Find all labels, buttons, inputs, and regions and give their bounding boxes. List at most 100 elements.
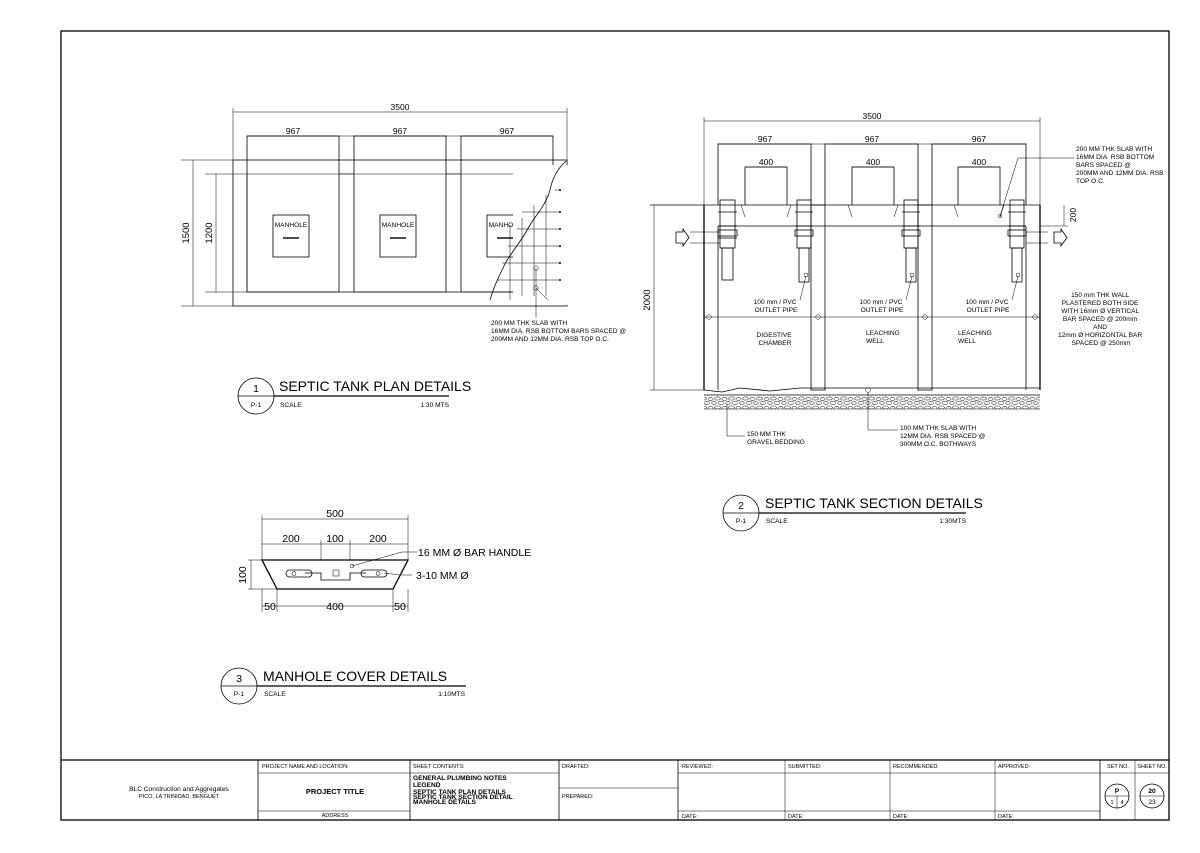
cover-dim-top: 200 [282,533,300,545]
section-slab-note: 200 MM THK SLAB WITH 16MM DIA. RSB BOTTO… [1076,146,1165,185]
title-block: BLC Construction and Aggregates PICO, LA… [61,759,1169,820]
set-total: 4 [1120,800,1123,806]
plan-dim-bay: 967 [393,126,407,136]
gravel-bedding [704,396,1040,409]
prepared-label: PREPARED: [562,794,594,800]
date-label: DATE: [998,814,1014,820]
cover-dim-bottom: 400 [326,601,344,613]
plan-rebar-grid [497,189,560,300]
chamber-label: LEACHING WELL [958,330,994,345]
company-address: PICO, LA TRINIDAD, BENGUET [139,794,220,800]
drafted-label: DRAFTED: [562,764,590,770]
section-dim-height: 2000 [642,289,653,310]
plan-scale-label: SCALE [280,402,302,409]
address-label: ADDRESS [322,813,349,819]
plan-title-block: 1 P-1 SEPTIC TANK PLAN DETAILS SCALE 1:3… [237,377,471,415]
plan-dim-width: 1500 [181,222,192,243]
plan-break-line [489,160,567,301]
cover-title-text: MANHOLE COVER DETAILS [263,668,447,684]
reviewed-label: REVIEWED: [682,764,713,770]
section-scale-value: 1:30MTS [939,518,966,525]
section-dim-bay: 967 [758,134,772,144]
set-index: 1 [1110,800,1113,806]
cover-dim-height: 100 [237,566,249,584]
plan-bay-1 [246,135,340,293]
plan-title-text: SEPTIC TANK PLAN DETAILS [279,378,471,394]
section-dim-bay: 967 [865,134,879,144]
sheet-total: 23 [1148,799,1156,806]
section-wall-note: 150 mm THK WALL PLASTERED BOTH SIDE WITH… [1058,292,1144,347]
recommended-label: RECOMMENDED: [893,764,939,770]
pipe-label: 100 mm / PVC OUTLET PIPE [966,299,1011,314]
plan-manhole-1 [272,214,310,258]
manhole-label: MANHOLE [275,222,308,229]
plan-dim-bay: 967 [286,126,300,136]
gravel-note: 150 MM THK GRAVEL BEDDING [747,431,805,446]
pipe-label: 100 mm / PVC OUTLET PIPE [754,299,799,314]
sheet-number: 20 [1148,788,1156,795]
section-dim-slab: 200 [1068,208,1078,222]
section-title-sheet: P-1 [736,518,747,525]
sheet-border [60,30,1170,821]
project-title: PROJECT TITLE [306,787,364,796]
pipe-outlet-3 [1007,199,1027,283]
set-letter: P [1115,788,1120,795]
cover-callout-handle: 16 MM Ø BAR HANDLE [418,547,531,559]
pipe-label: 100 mm / PVC OUTLET PIPE [860,299,905,314]
plan-dim-overall: 3500 [391,102,410,112]
section-title-number: 2 [738,500,744,512]
cover-scale-label: SCALE [264,691,286,698]
plan-slab-note: 200 MM THK SLAB WITH 16MM DIA. RSB BOTTO… [491,320,628,343]
chamber-label: DIGESTIVE CHAMBER [756,332,793,347]
pipe-outlet-1 [794,199,814,283]
plan-title-sheet: P-1 [251,402,262,409]
sheet-contents-list: GENERAL PLUMBING NOTES LEGEND SEPTIC TAN… [413,775,515,806]
sheet-no-label: SHEET NO. [1137,764,1167,770]
inlet-arrow-icon [675,227,690,248]
plan-scale-value: 1:30 MTS [420,402,449,409]
section-dim-bay: 967 [972,134,986,144]
base-slab-note: 100 MM THK SLAB WITH 12MM DIA. RSB SPACE… [900,425,987,448]
section-dim-opening: 400 [866,157,880,167]
date-label: DATE: [788,814,804,820]
project-name-label: PROJECT NAME AND LOCATION: [262,764,349,770]
section-title-text: SEPTIC TANK SECTION DETAILS [765,495,983,511]
cover-callout-bars: 3-10 MM Ø [416,570,469,582]
date-label: DATE: [893,814,909,820]
manhole-label: MANHOLE [382,222,415,229]
date-label: DATE: [682,814,698,820]
section-title-block: 2 P-1 SEPTIC TANK SECTION DETAILS SCALE … [722,494,983,532]
section-base-slab [703,387,1040,393]
section-dim-opening: 400 [759,157,773,167]
manhole-cover-view: 500 200 100 200 100 16 MM Ø BAR HANDLE 3… [237,508,531,613]
cover-title-block: 3 P-1 MANHOLE COVER DETAILS SCALE 1:10MT… [220,667,466,705]
manhole-label: MANHOLE [489,222,522,229]
plan-bay-2 [353,135,447,293]
cover-dim-top: 200 [369,533,387,545]
plan-dim-bay: 967 [500,126,514,136]
cover-scale-value: 1:10MTS [438,691,465,698]
plan-view: MANHOLE MANHOLE MANHOLE 3500 [181,102,628,343]
section-dim-opening: 400 [972,157,986,167]
pipe-inlet [717,199,738,281]
section-view: 3500 967 967 967 400 400 400 [642,111,1165,448]
bar-handle [305,572,366,581]
sheet-contents-label: SHEET CONTENTS: [413,764,465,770]
cover-dim-top: 100 [326,533,344,545]
pipe-outlet-2 [901,199,921,283]
plan-title-number: 1 [253,383,259,395]
cover-dim-bottom: 50 [394,601,406,613]
cover-dim-overall: 500 [326,508,344,520]
section-partition-1 [810,204,826,391]
cover-title-sheet: P-1 [234,691,245,698]
cover-title-number: 3 [236,673,242,685]
cover-outline [260,559,410,590]
submitted-label: SUBMITTED: [788,764,822,770]
cover-dim-bottom: 50 [264,601,276,613]
section-dim-overall: 3500 [863,111,882,121]
plan-manhole-2 [379,214,417,258]
company-name: BLC Construction and Aggregates [129,786,229,793]
approved-label: APPROVED: [998,764,1031,770]
